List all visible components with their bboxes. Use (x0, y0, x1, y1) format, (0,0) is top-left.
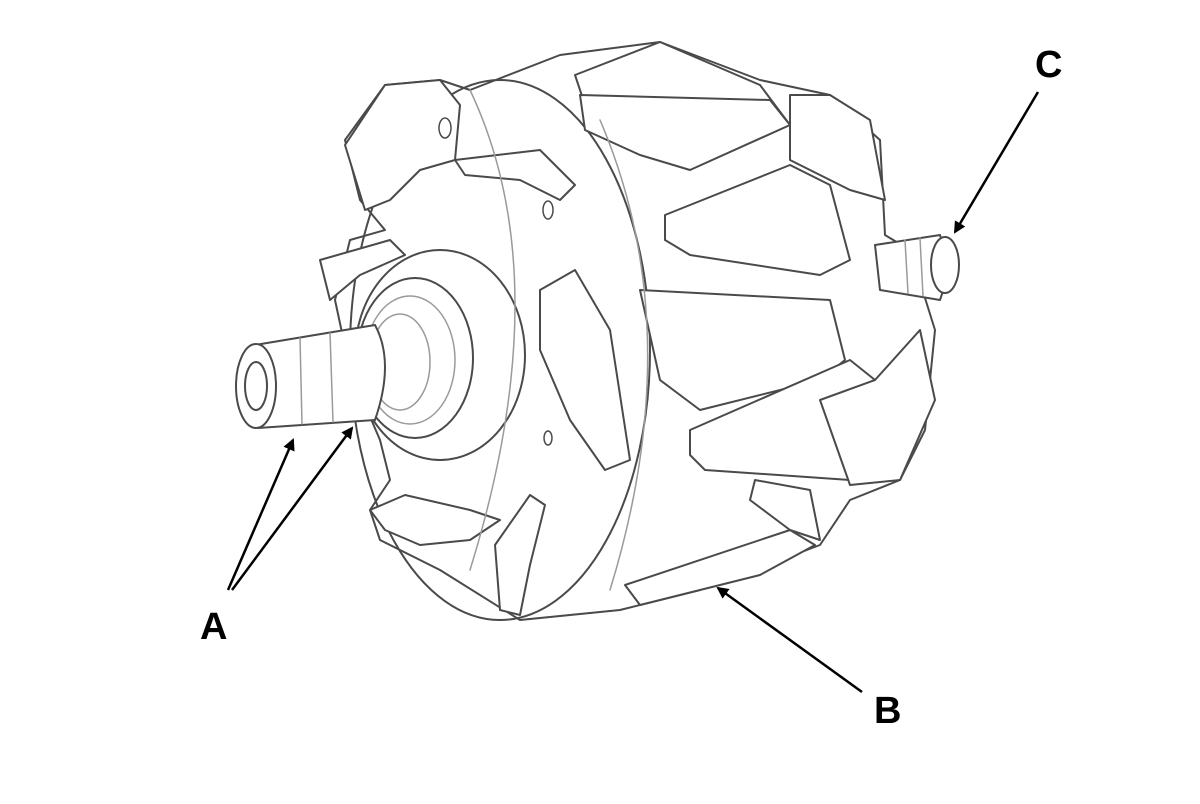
fan-blade-left (319, 239, 406, 301)
callout-label-a: A (200, 606, 228, 648)
claw-pole-4 (664, 164, 851, 276)
callout-label-b: B (874, 690, 902, 732)
leader-c (953, 91, 1040, 234)
leader-a-2 (230, 426, 354, 591)
claw-pole-3 (789, 94, 886, 201)
claw-pole-2 (579, 94, 791, 171)
claw-pole-7 (819, 329, 936, 486)
front-shaft (254, 324, 386, 429)
leader-a-1 (226, 438, 295, 591)
callout-label-c: C (1035, 44, 1063, 86)
fan-blade-bottom (494, 494, 546, 616)
claw-pole-9 (749, 479, 821, 541)
fan-blade-mid (539, 269, 631, 471)
fan-blade-lower (369, 494, 501, 546)
fan-blade-clip (454, 149, 576, 201)
rear-shaft-end (930, 236, 960, 294)
leader-b (716, 586, 863, 694)
claw-pole-8 (624, 529, 816, 606)
front-shaft-bore (244, 361, 268, 411)
